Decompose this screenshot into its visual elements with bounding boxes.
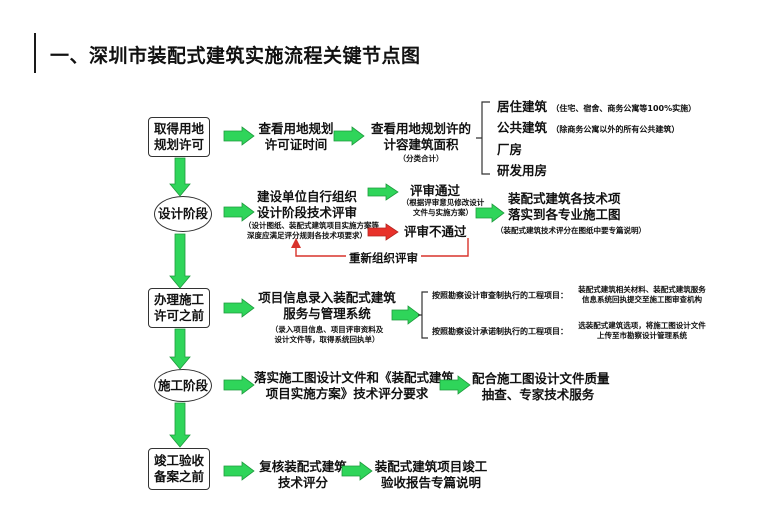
type-factory: 厂房 xyxy=(497,142,523,157)
review-pass: 评审通过 xyxy=(410,183,461,198)
right-arrow-r3a xyxy=(223,298,255,318)
implement-scoring: 落实施工图设计文件和《装配式建筑 项目实施方案》技术评分要求 xyxy=(254,370,455,401)
type-residential: 居住建筑 （住宅、宿舍、商务公寓等100%实施） xyxy=(497,99,696,115)
right-arrow-r2b xyxy=(475,203,505,223)
stage-completion: 竣工验收 备案之前 xyxy=(148,448,210,490)
system-entry-note: （录入项目信息、项目评审资料及 设计文件等，取得系统回执单） xyxy=(270,325,384,344)
type-rnd: 研发用房 xyxy=(497,163,548,178)
check-floor-area: 查看用地规划许的 计容建筑面积 xyxy=(370,121,471,152)
design-review-org-note: （设计图纸、装配式建筑项目实施方案等 深度应满足评分规则各技术项要求） xyxy=(244,221,379,240)
review-fail: 评审不通过 xyxy=(404,224,467,239)
type-public-name: 公共建筑 xyxy=(497,120,548,135)
re-review-label: 重新组织评审 xyxy=(346,250,421,266)
building-type-bracket xyxy=(476,101,490,175)
review-score: 复核装配式建筑 技术评分 xyxy=(259,459,347,490)
stage-construction: 施工阶段 xyxy=(154,369,212,402)
right-arrow-fail xyxy=(367,223,399,241)
stage-construction-label: 施工阶段 xyxy=(157,377,208,393)
stage-design: 设计阶段 xyxy=(154,196,212,232)
down-arrow-4 xyxy=(169,402,191,448)
down-arrow-2 xyxy=(169,233,191,289)
right-arrow-r5b xyxy=(341,461,373,481)
down-arrow-1 xyxy=(169,157,191,197)
completion-report: 装配式建筑项目竣工 验收报告专篇说明 xyxy=(374,459,488,490)
down-arrow-3 xyxy=(169,328,191,370)
permit-options-bracket xyxy=(418,291,428,339)
type-public-note: （除商务公寓以外的所有公共建筑） xyxy=(551,125,680,134)
right-arrow-r2a xyxy=(223,202,255,222)
stage-design-label: 设计阶段 xyxy=(157,206,208,221)
stage-land-permit: 取得用地 规划许可 xyxy=(148,117,210,157)
check-floor-area-note: （分类合计） xyxy=(398,154,444,163)
commitment-system-projects-note: 选装配式建筑选项，将施工图设计文件 上传至市勘察设计管理系统 xyxy=(578,321,706,340)
commitment-system-projects: 按照勘察设计承诺制执行的工程项目： xyxy=(432,327,568,336)
right-arrow-r1b xyxy=(333,126,365,146)
right-arrow-r5a xyxy=(223,461,255,481)
type-residential-note: （住宅、宿舍、商务公寓等100%实施） xyxy=(551,104,697,113)
quality-inspection: 配合施工图设计文件质量 抽查、专家技术服务 xyxy=(472,371,610,402)
right-arrow-r4b xyxy=(439,375,471,395)
right-arrow-r4a xyxy=(223,375,255,395)
title-accent-bar xyxy=(34,33,36,73)
type-residential-name: 居住建筑 xyxy=(497,99,548,114)
system-entry: 项目信息录入装配式建筑 服务与管理系统 xyxy=(258,290,396,321)
review-system-projects: 按照勘察设计审查制执行的工程项目： xyxy=(432,291,568,300)
review-system-projects-note: 装配式建筑相关材料、装配式建筑服务 信息系统回执提交至施工图审查机构 xyxy=(578,285,706,304)
stage-completion-label: 竣工验收 备案之前 xyxy=(153,453,204,484)
right-arrow-pass xyxy=(367,183,399,201)
design-result-note: （装配式建筑技术评分在图纸中要专篇说明） xyxy=(496,226,646,235)
page-title: 一、深圳市装配式建筑实施流程关键节点图 xyxy=(50,45,421,67)
design-result: 装配式建筑各技术项 落实到各专业施工图 xyxy=(508,191,621,222)
check-permit-time: 查看用地规划 许可证时间 xyxy=(258,121,334,152)
stage-construction-permit: 办理施工 许可之前 xyxy=(148,288,210,328)
right-arrow-r3b xyxy=(391,305,421,325)
review-pass-note: （根据评审意见修改设计 文件与实施方案） xyxy=(401,198,485,217)
right-arrow-r1a xyxy=(223,126,255,146)
design-review-org: 建设单位自行组织 设计阶段技术评审 xyxy=(256,189,357,220)
type-public: 公共建筑 （除商务公寓以外的所有公共建筑） xyxy=(497,120,679,136)
stage-land-permit-label: 取得用地 规划许可 xyxy=(153,121,204,152)
stage-construction-permit-label: 办理施工 许可之前 xyxy=(153,292,204,323)
